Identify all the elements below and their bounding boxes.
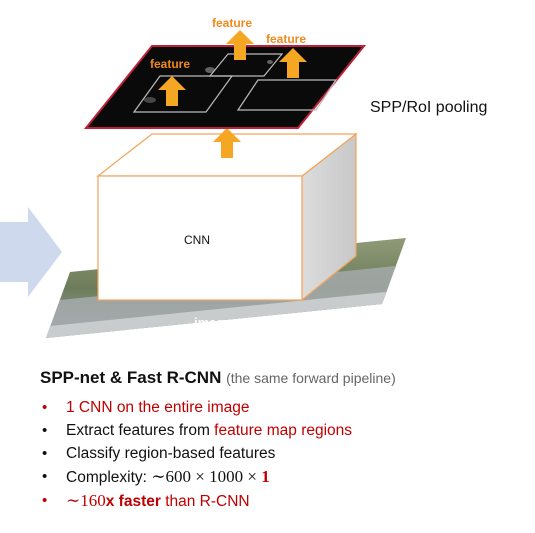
feature-label-left: feature [150, 57, 190, 71]
input-arrow-icon [0, 207, 62, 297]
roi-box-mid [208, 53, 284, 77]
image-label: image [194, 315, 232, 330]
feature-arrow-left-icon [158, 76, 186, 106]
bullet-dot-icon: • [42, 445, 48, 462]
bullet-dot-icon: • [42, 399, 48, 416]
summary-subtitle: (the same forward pipeline) [226, 370, 396, 386]
up-arrow-icon [213, 128, 241, 158]
pipeline-diagram: image CNN feature feature feature SPP/Ro… [0, 16, 487, 338]
bullet-classify: • Classify region-based features [40, 442, 530, 465]
bullet-extract-features: • Extract features from feature map regi… [40, 419, 530, 442]
summary-heading: SPP-net & Fast R-CNN (the same forward p… [40, 368, 530, 388]
roi-box-right [236, 79, 338, 111]
bullet-dot-icon: • [42, 492, 48, 509]
summary-section: SPP-net & Fast R-CNN (the same forward p… [40, 368, 530, 513]
bullet-complexity: • Complexity: ∼600 × 1000 × 1 [42, 467, 270, 486]
feature-label-mid: feature [212, 16, 252, 30]
bullet-dot-icon: • [42, 422, 48, 439]
bullet-dot-icon: • [42, 468, 48, 485]
bullet-speedup: • ∼160x faster than R-CNN [42, 491, 250, 510]
cnn-box [96, 132, 358, 302]
pooling-label: SPP/RoI pooling [370, 99, 487, 116]
cnn-label: CNN [184, 233, 210, 247]
feature-arrow-right-icon [279, 48, 307, 78]
summary-title: SPP-net & Fast R-CNN [40, 368, 222, 387]
feature-arrow-mid-icon [226, 30, 254, 60]
bullet-list: • 1 CNN on the entire image • Extract fe… [40, 396, 530, 513]
feature-label-right: feature [266, 32, 306, 46]
bullet-one-cnn: • 1 CNN on the entire image [40, 396, 530, 419]
